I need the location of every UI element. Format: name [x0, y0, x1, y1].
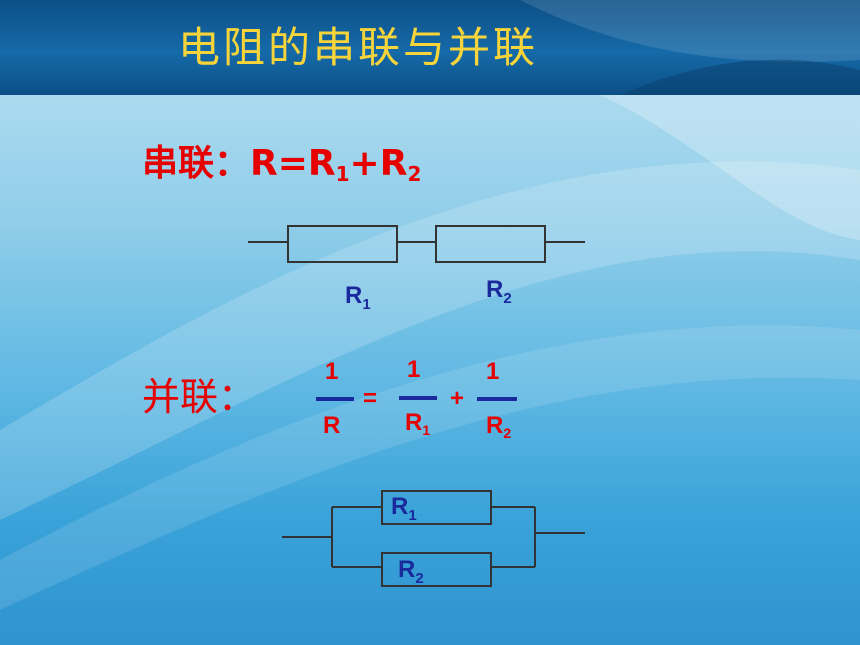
title-bar-decoration: [520, 0, 860, 95]
frac-mid-numerator: 1: [407, 356, 421, 383]
parallel-r1-letter: R: [391, 493, 409, 520]
series-resistor-2: [435, 225, 546, 263]
series-formula-main: R=R: [250, 143, 336, 184]
series-resistor-1-label: R1: [345, 282, 371, 313]
series-resistor-2-label: R2: [486, 276, 512, 307]
frac-mid-denominator: R1: [405, 409, 430, 438]
parallel-label: 并联：: [142, 375, 257, 419]
title-bar: 电阻的串联与并联: [0, 0, 860, 95]
frac-mid-den-letter: R: [405, 409, 423, 436]
series-circuit: [248, 225, 585, 263]
parallel-r2-letter: R: [398, 556, 416, 583]
series-r2-sub: 2: [503, 290, 512, 307]
frac-left-denominator: R: [323, 412, 341, 439]
frac-right-den-sub: 2: [503, 425, 512, 441]
frac-right-numerator: 1: [486, 358, 500, 385]
frac-mid-bar: [399, 396, 437, 400]
series-formula: 串联：R=R1+R2: [142, 134, 421, 186]
series-formula-sub1: 1: [335, 162, 350, 186]
series-resistor-1: [287, 225, 398, 263]
series-formula-sub2: 2: [407, 162, 422, 186]
slide-title: 电阻的串联与并联: [178, 23, 539, 72]
frac-right-den-letter: R: [486, 412, 504, 439]
equals-sign: =: [363, 385, 378, 412]
series-formula-plus: +R: [349, 143, 408, 184]
parallel-resistor-2: [381, 552, 492, 587]
plus-sign: +: [450, 385, 465, 412]
parallel-resistor-1-label: R1: [391, 493, 417, 524]
frac-left-bar: [316, 397, 354, 401]
parallel-r1-sub: 1: [408, 507, 417, 524]
series-r1-letter: R: [345, 282, 363, 309]
parallel-r2-sub: 2: [415, 570, 424, 587]
parallel-circuit: [282, 490, 585, 587]
series-r1-sub: 1: [362, 296, 371, 313]
series-r2-letter: R: [486, 276, 504, 303]
series-label: 串联：: [142, 143, 251, 184]
parallel-resistor-2-label: R2: [398, 556, 424, 587]
frac-mid-den-sub: 1: [422, 422, 431, 438]
frac-left-numerator: 1: [325, 358, 339, 385]
frac-right-bar: [477, 397, 517, 401]
frac-right-denominator: R2: [486, 412, 511, 441]
